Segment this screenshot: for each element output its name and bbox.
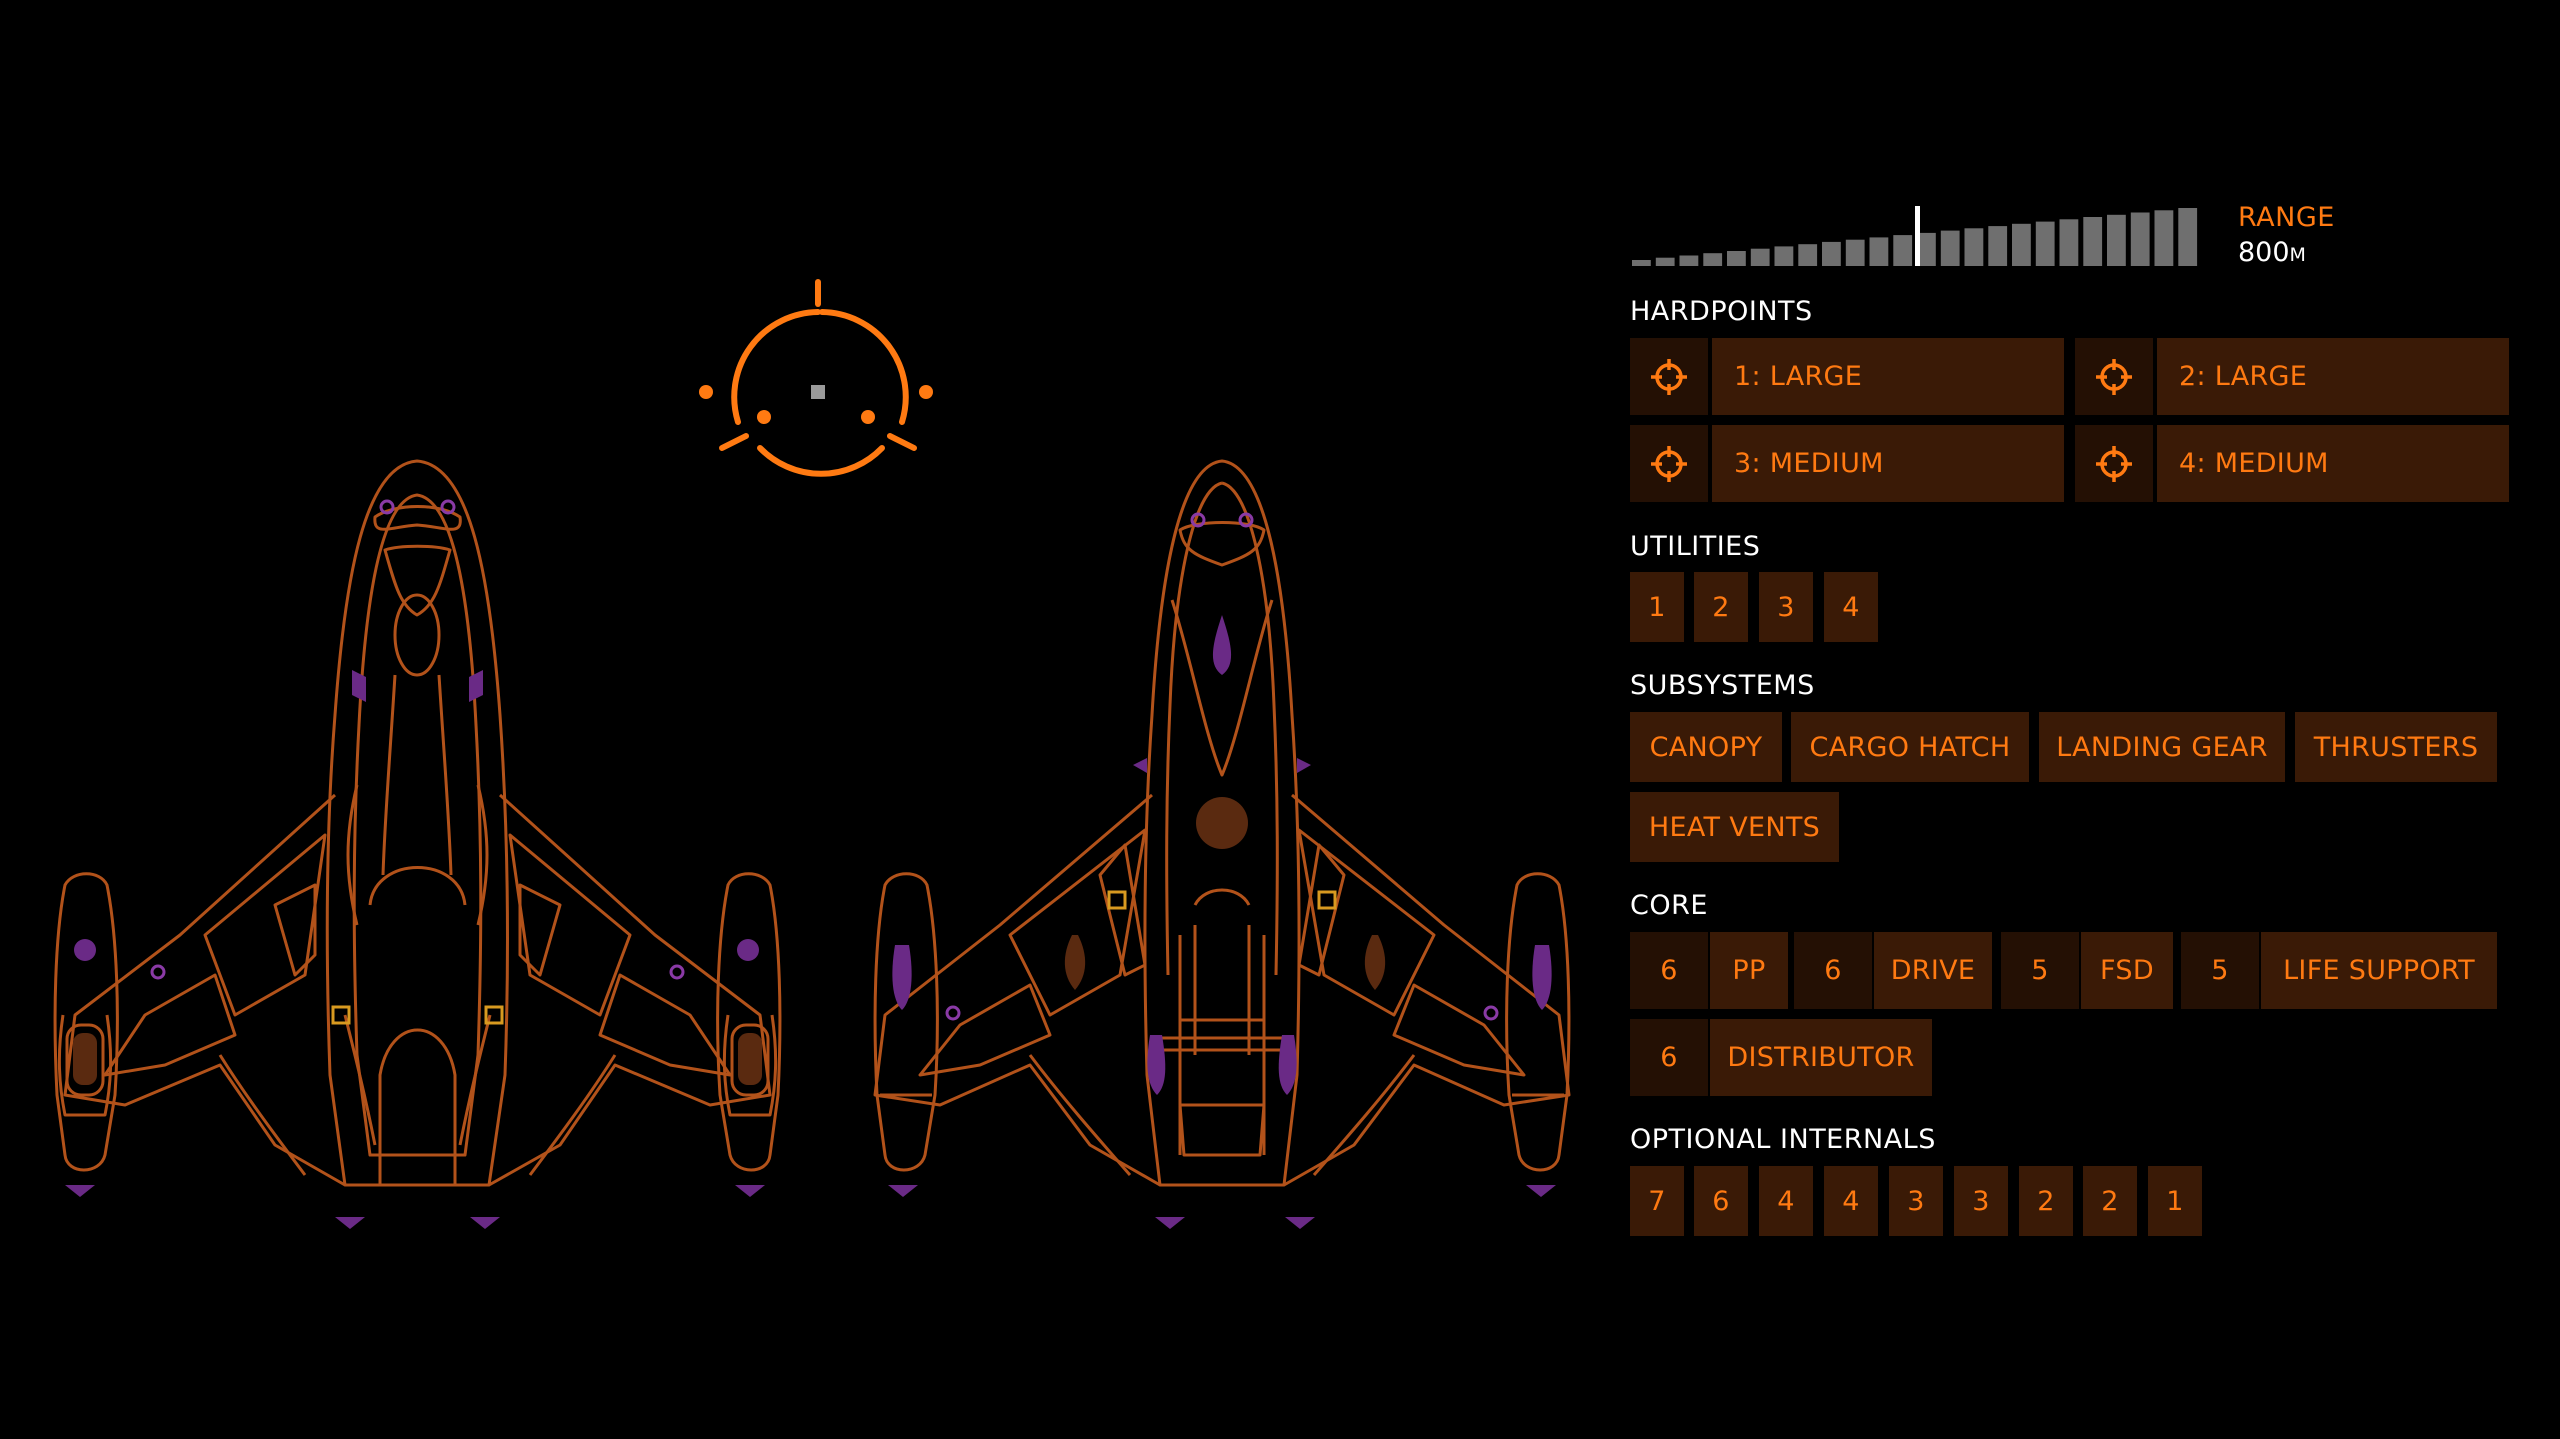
utility-slot-4[interactable]: 4 [1824, 572, 1878, 642]
hardpoint-2-icon-cell[interactable] [2075, 338, 2153, 415]
range-bar [1655, 257, 1675, 266]
subsystem-cargo-hatch[interactable]: CARGO HATCH [1791, 712, 2029, 782]
range-bar [2130, 212, 2150, 266]
optional-slot-3[interactable]: 4 [1759, 1166, 1813, 1236]
optional-slot-6[interactable]: 3 [1954, 1166, 2008, 1236]
core-life-support-class[interactable]: 5 [2181, 932, 2259, 1009]
subsystem-canopy[interactable]: CANOPY [1630, 712, 1782, 782]
hardpoint-1-icon-cell[interactable] [1630, 338, 1708, 415]
range-meter [1632, 206, 2198, 266]
core-distributor-class[interactable]: 6 [1630, 1019, 1708, 1096]
range-readout: RANGE 800M [2238, 202, 2335, 268]
range-bar [1750, 248, 1770, 266]
range-bar [2178, 208, 2198, 266]
core-heading: CORE [1630, 890, 1708, 921]
crosshair-icon [2096, 445, 2132, 482]
range-bar [1917, 232, 1936, 266]
crosshair-icon [1651, 445, 1687, 482]
range-bar [2035, 221, 2055, 266]
hardpoint-1-button[interactable]: 1: LARGE [1712, 338, 2064, 415]
core-drive-class[interactable]: 6 [1794, 932, 1872, 1009]
hardpoints-heading: HARDPOINTS [1630, 296, 1813, 327]
core-pp-class[interactable]: 6 [1630, 932, 1708, 1009]
utility-slot-2[interactable]: 2 [1694, 572, 1748, 642]
core-life-support-button[interactable]: LIFE SUPPORT [2261, 932, 2497, 1009]
range-bar [1940, 230, 1960, 266]
range-bar [2107, 214, 2126, 266]
range-bar [2083, 217, 2103, 266]
core-pp-button[interactable]: PP [1710, 932, 1788, 1009]
range-marker[interactable] [1915, 206, 1920, 266]
optional-slot-2[interactable]: 6 [1694, 1166, 1748, 1236]
utility-slot-1[interactable]: 1 [1630, 572, 1684, 642]
core-fsd-class[interactable]: 5 [2001, 932, 2079, 1009]
range-bar [1845, 239, 1865, 266]
optional-internals-heading: OPTIONAL INTERNALS [1630, 1124, 1936, 1155]
range-bar [1869, 237, 1889, 266]
hardpoint-3-icon-cell[interactable] [1630, 425, 1708, 502]
range-bar [1727, 251, 1746, 266]
range-bar [1822, 241, 1841, 266]
core-distributor-button[interactable]: DISTRIBUTOR [1710, 1019, 1932, 1096]
crosshair-icon [1651, 358, 1687, 395]
range-bar [2012, 223, 2031, 266]
hardpoint-2-button[interactable]: 2: LARGE [2157, 338, 2509, 415]
range-bar [1798, 244, 1818, 266]
optional-slot-4[interactable]: 4 [1824, 1166, 1878, 1236]
optional-slot-7[interactable]: 2 [2019, 1166, 2073, 1236]
range-value: 800 [2238, 237, 2290, 268]
range-bar [1679, 255, 1699, 266]
range-bar [1703, 253, 1723, 266]
range-bar [1774, 246, 1794, 266]
subsystem-thrusters[interactable]: THRUSTERS [2295, 712, 2497, 782]
optional-slot-8[interactable]: 2 [2083, 1166, 2137, 1236]
range-unit: M [2289, 244, 2306, 266]
hardpoint-4-button[interactable]: 4: MEDIUM [2157, 425, 2509, 502]
target-reticle-icon [699, 279, 933, 477]
range-bar [1988, 226, 2008, 266]
core-fsd-button[interactable]: FSD [2081, 932, 2173, 1009]
range-label: RANGE [2238, 202, 2335, 233]
optional-slot-1[interactable]: 7 [1630, 1166, 1684, 1236]
ship-top-view [53, 459, 782, 1229]
range-bar [2154, 210, 2174, 266]
subsystems-heading: SUBSYSTEMS [1630, 670, 1815, 701]
optional-slot-9[interactable]: 1 [2148, 1166, 2202, 1236]
optional-slot-5[interactable]: 3 [1889, 1166, 1943, 1236]
range-bar [1632, 260, 1651, 266]
range-bar [1964, 228, 1984, 266]
crosshair-icon [2096, 358, 2132, 395]
range-bar [2059, 219, 2079, 266]
core-drive-button[interactable]: DRIVE [1874, 932, 1992, 1009]
utility-slot-3[interactable]: 3 [1759, 572, 1813, 642]
utilities-heading: UTILITIES [1630, 531, 1761, 562]
ship-bottom-view [873, 459, 1571, 1229]
subsystem-heat-vents[interactable]: HEAT VENTS [1630, 792, 1839, 862]
hardpoint-3-button[interactable]: 3: MEDIUM [1712, 425, 2064, 502]
hardpoint-4-icon-cell[interactable] [2075, 425, 2153, 502]
subsystem-landing-gear[interactable]: LANDING GEAR [2039, 712, 2285, 782]
range-bar [1893, 235, 1913, 266]
